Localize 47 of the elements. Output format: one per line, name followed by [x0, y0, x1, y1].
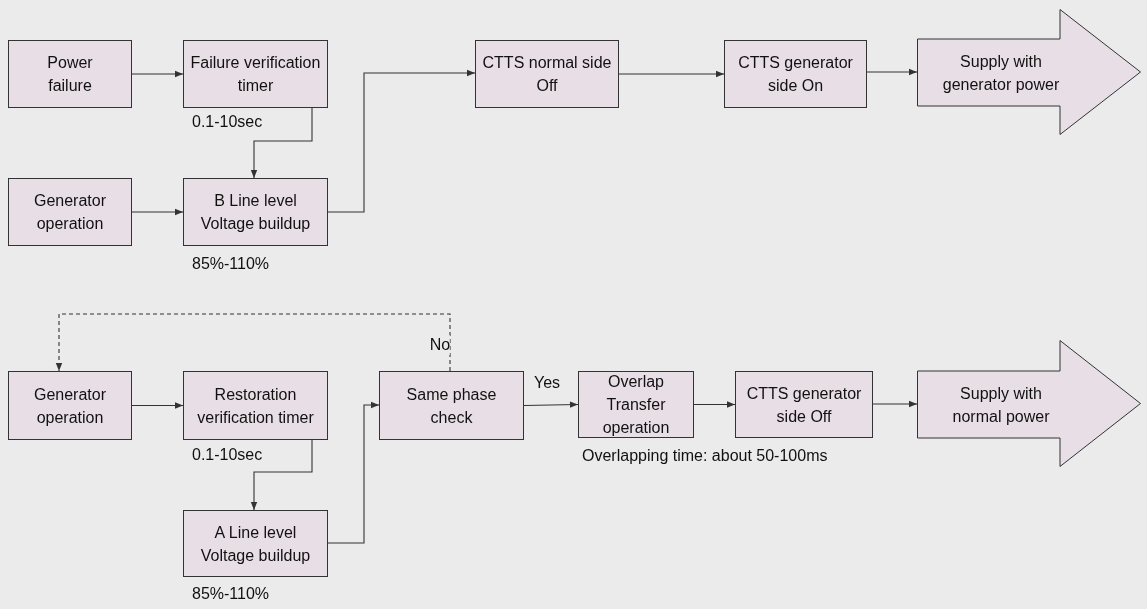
process-box: [183, 40, 328, 108]
process-box: [724, 40, 867, 108]
arrow-shape: [917, 340, 1141, 467]
process-box: [735, 371, 873, 438]
process-box: [183, 178, 328, 246]
node-label: CTTS generator side Off: [745, 383, 863, 427]
dashed-arrow: [55, 313, 451, 372]
arrow: [131, 70, 184, 78]
annotation-text: Overlapping time: about 50-100ms: [582, 446, 828, 466]
process-box: [8, 178, 132, 246]
node-label: Generator operation: [32, 384, 107, 428]
node-label: CTTS generator side On: [737, 53, 854, 96]
annotation-text: 85%-110%: [192, 254, 270, 274]
arrow: [327, 69, 476, 213]
node-label: A Line level Voltage buildup: [199, 522, 312, 566]
process-box: [8, 371, 132, 440]
node-label: Power failure: [46, 53, 94, 96]
node-label: CTTS normal side Off: [481, 53, 613, 96]
annotation-text: 0.1-10sec: [192, 112, 263, 132]
node-label: Failure verification timer: [189, 53, 322, 96]
arrow: [250, 107, 313, 179]
node-label: Supply with generator power: [941, 51, 1061, 95]
process-box: [475, 40, 619, 108]
annotation-text: 85%-110%: [192, 584, 270, 604]
arrow: [872, 400, 918, 408]
arrow: [693, 401, 736, 408]
process-box: [183, 371, 328, 440]
arrow: [523, 401, 579, 408]
node-label: Same phase check: [405, 384, 498, 428]
node-label: B Line level Voltage buildup: [199, 191, 312, 234]
annotation-text: 0.1-10sec: [192, 445, 263, 465]
process-box: [8, 40, 132, 108]
arrow: [866, 68, 918, 76]
edge-label: No: [429, 335, 451, 355]
process-box: [379, 371, 524, 440]
process-box: [183, 510, 328, 577]
arrow: [250, 439, 313, 511]
arrow: [131, 208, 184, 216]
arrow: [327, 401, 380, 544]
process-box: [578, 371, 694, 438]
node-label: Generator operation: [32, 191, 107, 234]
arrow: [618, 70, 725, 78]
node-label: Restoration verification timer: [196, 384, 315, 428]
node-label: Supply with normal power: [951, 383, 1051, 427]
node-label: Overlap Transfer operation: [601, 372, 671, 438]
arrow: [131, 402, 184, 409]
arrow-shape: [917, 9, 1141, 135]
